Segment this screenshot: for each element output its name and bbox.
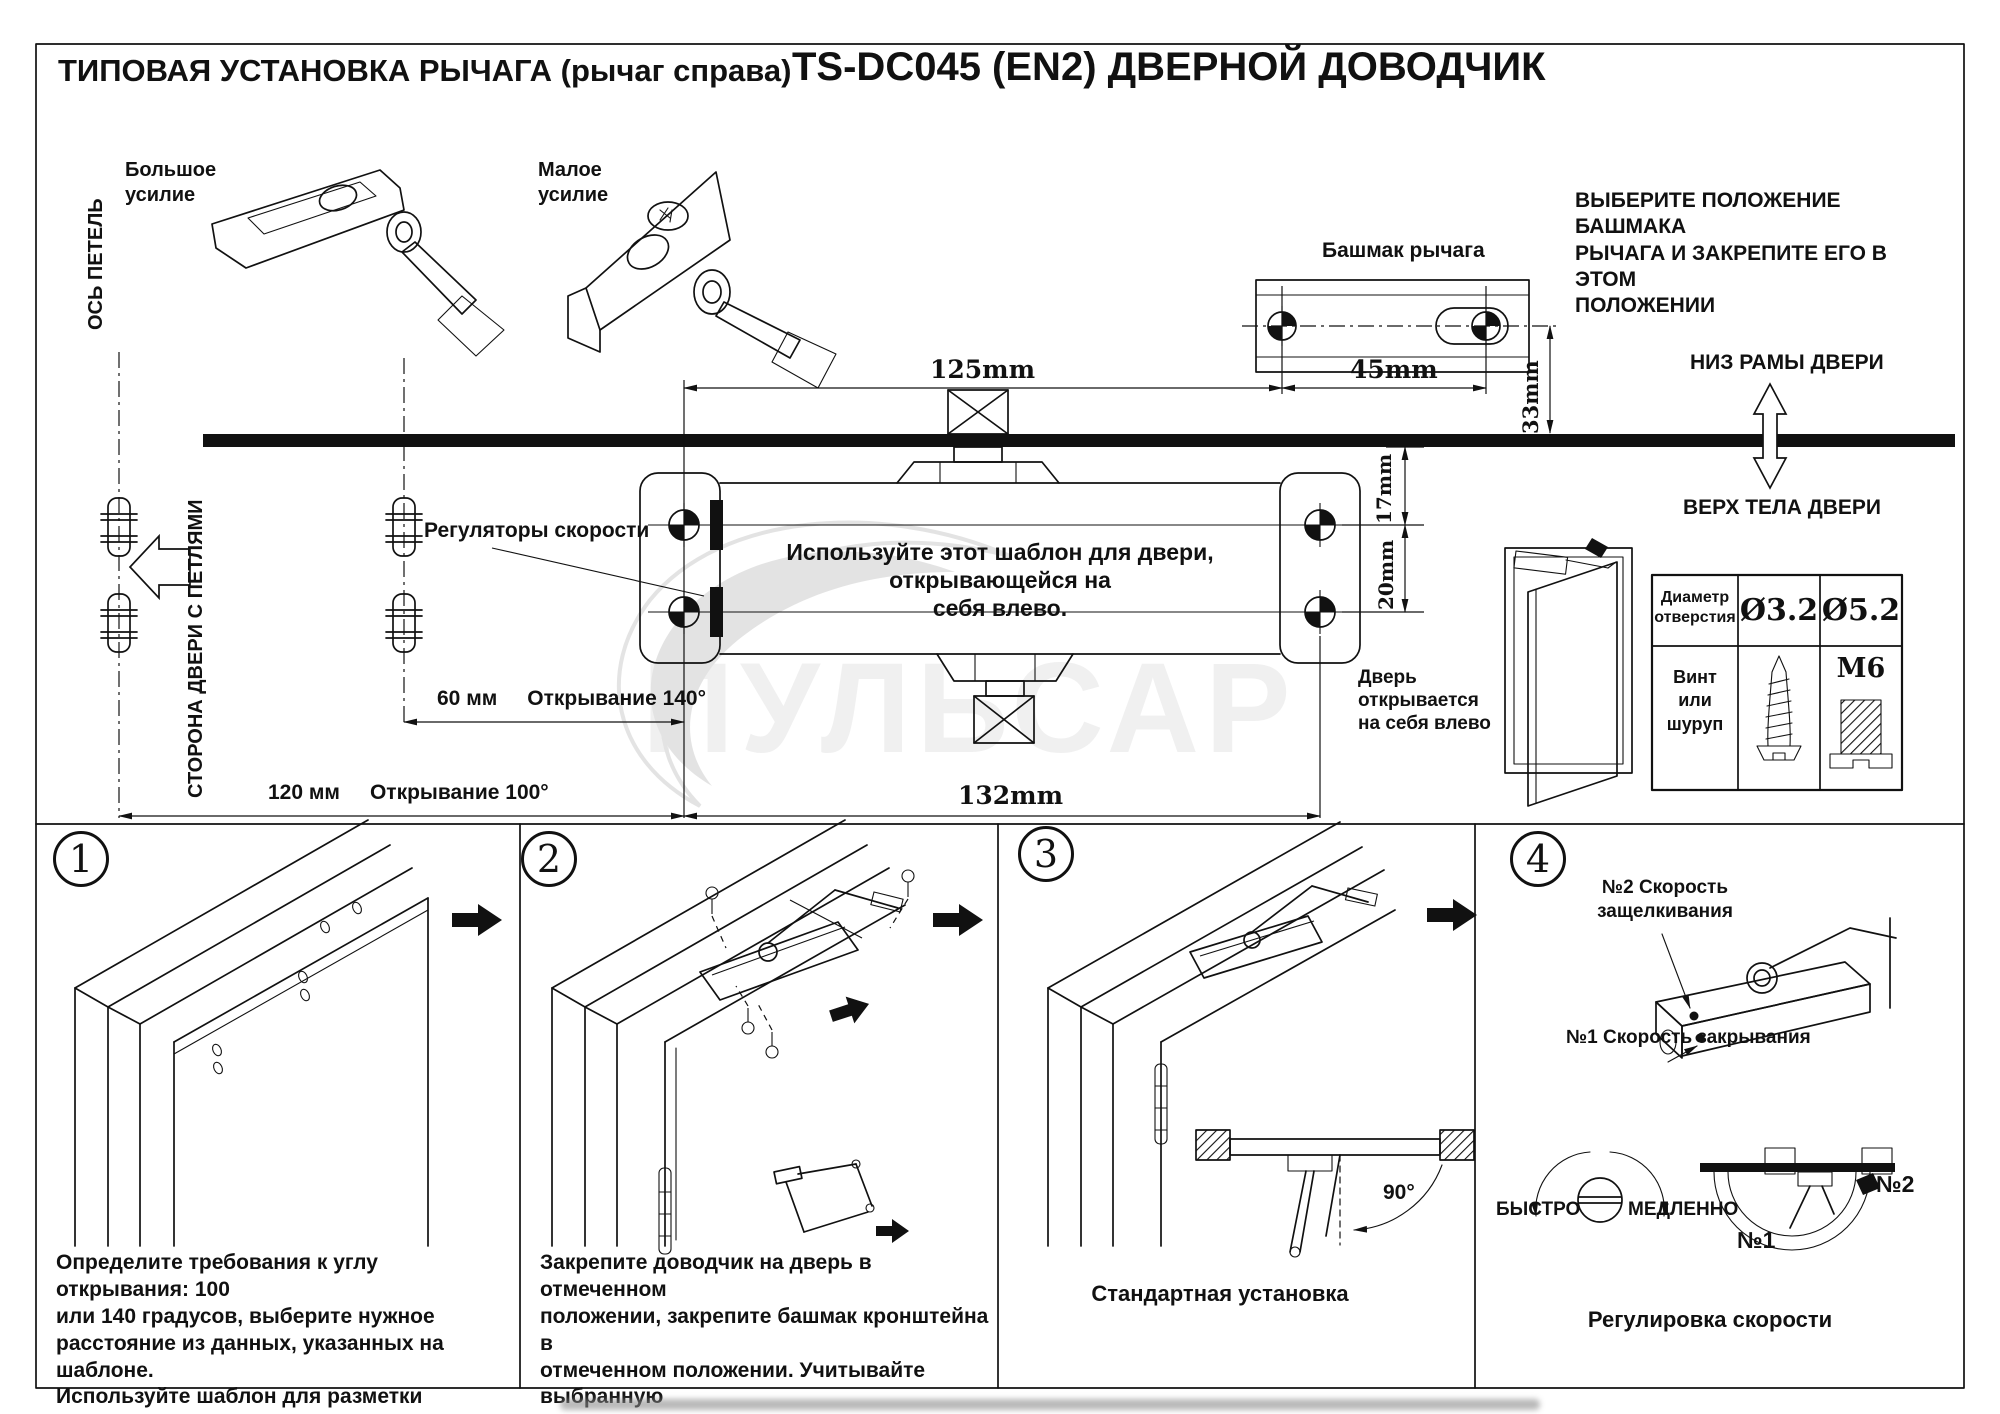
- pulsar-watermark: ПУЛЬСАР: [617, 520, 1296, 808]
- mini-door-illustration: [1504, 538, 1633, 807]
- watermark-text: ПУЛЬСАР: [642, 637, 1296, 780]
- latch-speed-label: №2 Скорость защелкивания: [1597, 877, 1733, 922]
- table-hole-header: Диаметр отверстия: [1654, 589, 1736, 626]
- frame-door-double-arrow-icon: [1752, 382, 1788, 490]
- large-force-label: Большое усилие: [125, 159, 217, 206]
- page-border: [35, 43, 1965, 1389]
- n1-label: №1: [1737, 1227, 1776, 1253]
- dim-45mm: 45mm: [1350, 355, 1438, 384]
- panel2-door-frame-illustration: [551, 819, 906, 1255]
- drill-hole-marks: [212, 901, 362, 1075]
- speed-regulators-label: Регуляторы скорости: [424, 519, 650, 542]
- regulators-leader-line: [491, 547, 705, 597]
- fastener-table: [1650, 573, 1904, 792]
- panel1-instructions: Определите требования к углу открывания:…: [56, 1251, 444, 1414]
- panel4-caption: Регулировка скорости: [1587, 1307, 1833, 1332]
- frame-bottom-label: НИЗ РАМЫ ДВЕРИ: [1690, 351, 1884, 374]
- screw-icon: [1756, 655, 1802, 761]
- panel2-number: 2: [521, 831, 577, 887]
- small-force-arm-illustration: [567, 171, 837, 389]
- arm-shoe-label: Башмак рычага: [1322, 239, 1485, 262]
- use-template-note: Используйте этот шаблон для двери, откры…: [786, 539, 1214, 622]
- door-top-label: ВЕРХ ТЕЛА ДВЕРИ: [1683, 496, 1882, 519]
- choose-position-note: ВЫБЕРИТЕ ПОЛОЖЕНИЕ БАШМАКА РЫЧАГА И ЗАКР…: [1575, 189, 1887, 317]
- panel3-number: 3: [1018, 826, 1074, 882]
- dim-132mm: 132mm: [958, 781, 1064, 810]
- table-hole-d2: Ø5.2: [1821, 593, 1901, 628]
- hinge-axis-label: ОСЬ ПЕТЕЛЬ: [85, 198, 107, 330]
- table-fastener-label: Винт или шуруп: [1666, 667, 1724, 734]
- panel3-top-view: [1195, 1129, 1475, 1258]
- panel3-mounted-closer: [1189, 885, 1378, 979]
- opening-100-label: Открывание 100°: [369, 781, 549, 804]
- hinge-axis-lines: [118, 352, 405, 818]
- panel2-direction-arrow-icon: [933, 904, 983, 936]
- close-speed-label: №1 Скорость закрывания: [1566, 1027, 1811, 1048]
- dim-125mm: 125mm: [930, 355, 1036, 384]
- fast-label: БЫСТРО: [1496, 1199, 1581, 1220]
- dim-17mm: 17mm: [1372, 453, 1396, 524]
- table-bolt-label: М6: [1836, 653, 1886, 684]
- dim-20mm: 20mm: [1374, 539, 1398, 610]
- dim-60mm-opening: 60 мм Открывание 140°: [437, 686, 706, 712]
- dim-60mm: 60 мм: [437, 687, 498, 710]
- panel2-exploded-closer: [699, 869, 915, 1059]
- panel3-caption: Стандартная установка: [1091, 1281, 1349, 1306]
- panel3-door-frame-illustration: [1047, 821, 1396, 1247]
- small-force-label: Малое усилие: [538, 159, 609, 206]
- panel2-detached-arm: [773, 1159, 909, 1243]
- scan-artifact-strip: [560, 1399, 1540, 1410]
- left-title: ТИПОВАЯ УСТАНОВКА РЫЧАГА (рычаг справа): [58, 53, 792, 88]
- dimension-lines: [118, 286, 1554, 820]
- right-title: TS-DC045 (EN2) ДВЕРНОЙ ДОВОДЧИК: [792, 45, 1546, 89]
- n2-label: №2: [1876, 1171, 1915, 1197]
- hinge-side-arrow-icon: [128, 533, 191, 601]
- large-force-arm-illustration: [211, 169, 505, 357]
- table-hole-d1: Ø3.2: [1739, 593, 1819, 628]
- panel1-direction-arrow-icon: [452, 904, 502, 936]
- hinge-side-label: СТОРОНА ДВЕРИ С ПЕТЛЯМИ: [185, 499, 207, 798]
- panel3-angle-label: 90°: [1383, 1181, 1415, 1204]
- bolt-icon: [1829, 699, 1893, 769]
- door-frame-datum-line: [203, 434, 1955, 447]
- opening-140-label: Открывание 140°: [527, 687, 707, 710]
- slow-label: МЕДЛЕННО: [1628, 1199, 1739, 1220]
- panel4-number: 4: [1510, 831, 1566, 887]
- panel4-speed-screw-symbol: [1531, 1151, 1669, 1223]
- door-opens-note: Дверь открывается на себя влево: [1358, 667, 1491, 735]
- panel1-door-frame-illustration: [74, 819, 429, 1247]
- dim-33mm: 33mm: [1518, 360, 1543, 434]
- hinge-symbols: [100, 497, 423, 653]
- dim-120mm-opening: 120 мм Открывание 100°: [268, 780, 549, 806]
- panel4-closer-adjusters: [1655, 917, 1897, 1063]
- panel3-direction-arrow-icon: [1427, 899, 1477, 931]
- panel1-number: 1: [53, 831, 109, 887]
- panel4-top-view: [1700, 1147, 1895, 1251]
- closer-body-template: [639, 389, 1361, 744]
- panel2-instructions: Закрепите доводчик на дверь в отмеченном…: [540, 1251, 989, 1414]
- dim-120mm: 120 мм: [268, 781, 340, 804]
